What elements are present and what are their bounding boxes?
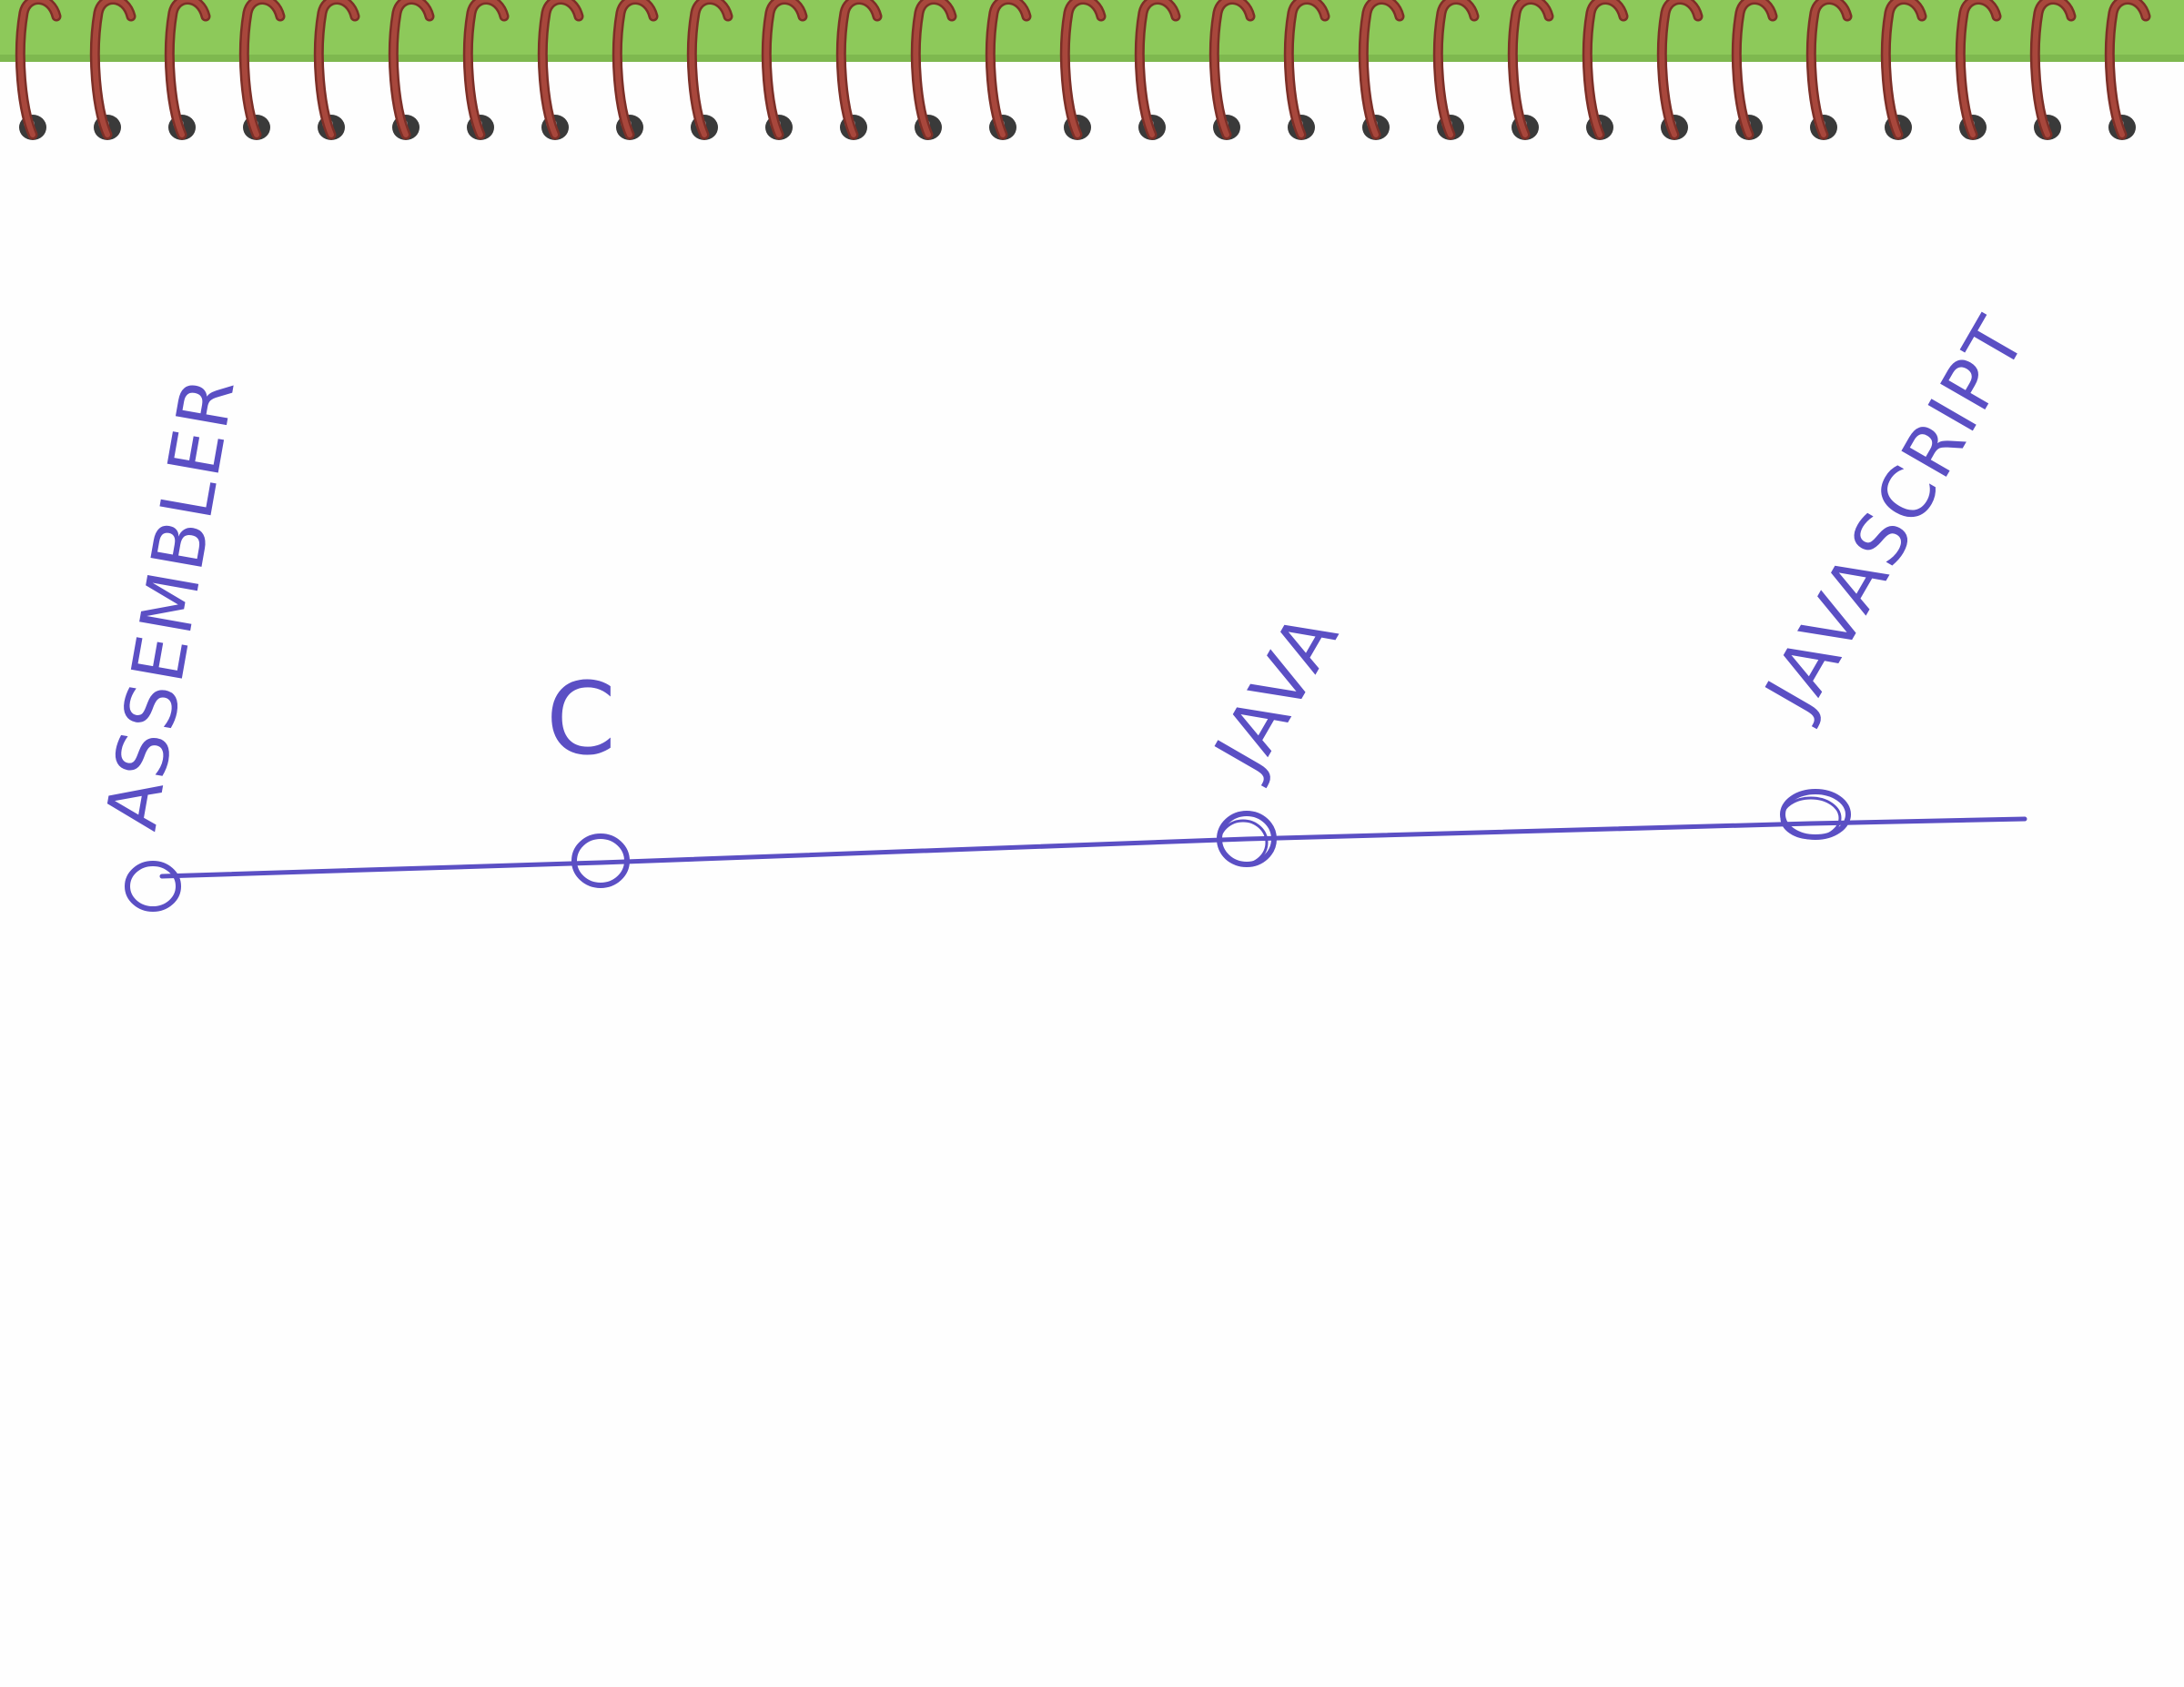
spiral-coil [164, 0, 211, 140]
spiral-coil [835, 0, 883, 140]
spiral-coil [612, 0, 659, 140]
spiral-coil [985, 0, 1032, 140]
spiral-coil [15, 0, 62, 140]
spiral-coil [1805, 0, 1853, 140]
label-assembler: ASSEMBLER [91, 369, 251, 835]
timeline-node-javascript [1780, 789, 1851, 840]
spiral-coil [313, 0, 360, 140]
spiral-coil [1582, 0, 1629, 140]
spiral-coil [761, 0, 808, 140]
spiral-coil [1432, 0, 1480, 140]
spiral-binding [0, 0, 2184, 140]
label-javascript: JAVASCRIPT [1748, 302, 2043, 732]
spiral-coil [910, 0, 957, 140]
label-c: C [546, 661, 620, 777]
spiral-coil [2104, 0, 2151, 140]
spiral-coil [1059, 0, 1107, 140]
spiral-coil [686, 0, 733, 140]
timeline-node-java [1217, 811, 1277, 867]
spiral-coil [1208, 0, 1256, 140]
spiral-coil [537, 0, 584, 140]
spiral-coil [238, 0, 286, 140]
spiral-coil [1656, 0, 1704, 140]
timeline-line [159, 816, 2027, 879]
spiral-coil [1358, 0, 1405, 140]
spiral-coil [1880, 0, 1927, 140]
spiral-coil [388, 0, 435, 140]
timeline-node-c [571, 833, 630, 888]
spiral-coil [1134, 0, 1181, 140]
spiral-coil [89, 0, 136, 140]
timeline-node-assembler [125, 861, 181, 912]
spiral-coil [462, 0, 510, 140]
spiral-coil [2029, 0, 2077, 140]
label-java: JAVA [1198, 598, 1356, 791]
spiral-coil [1731, 0, 1778, 140]
spiral-coil [1507, 0, 1554, 140]
spiral-coil [1283, 0, 1330, 140]
spiral-coil [1955, 0, 2002, 140]
